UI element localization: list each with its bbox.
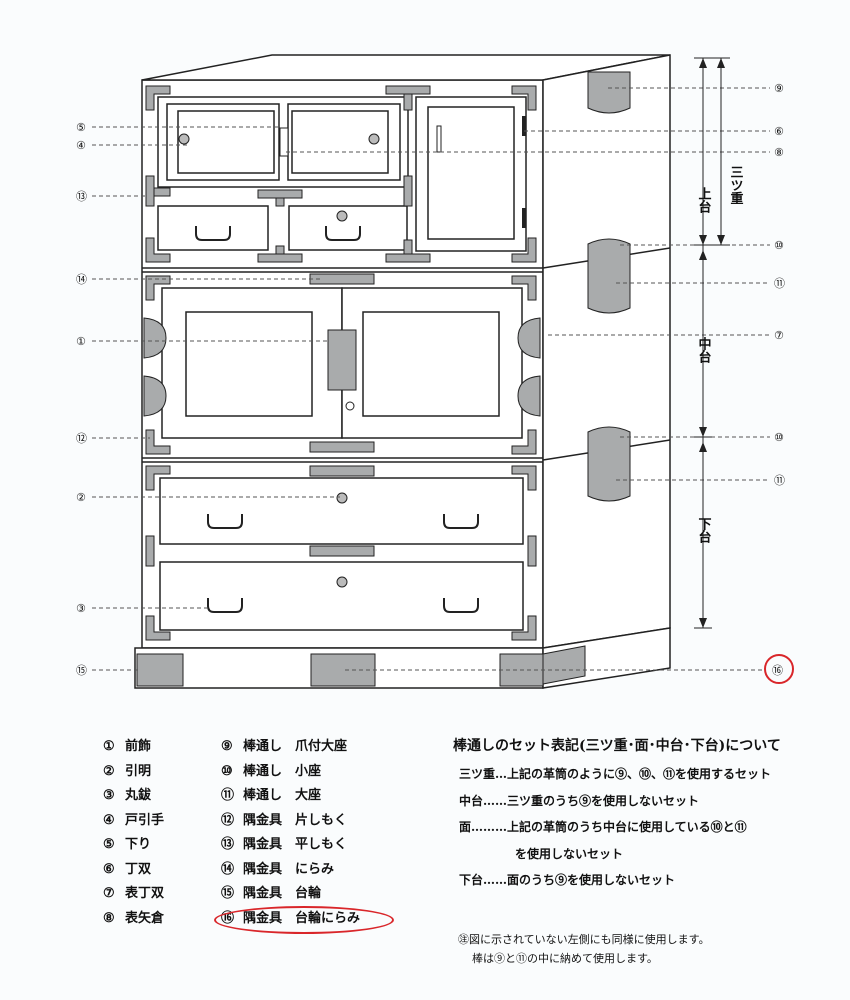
legend-number: ⑭ <box>221 861 235 877</box>
legend-16-highlight <box>214 906 394 934</box>
legend-item: ⑨ 棒通し 爪付大座 <box>221 735 360 760</box>
legend-number: ⑪ <box>221 788 235 803</box>
footnote-line: 棒は⑨と⑪の中に納めて使用します。 <box>472 952 658 965</box>
legend-item: ⑩ 棒通し 小座 <box>221 760 360 785</box>
note-line: を使用しないセット <box>515 846 624 861</box>
legend-right: ⑨ 棒通し 爪付大座 ⑩ 棒通し 小座 ⑪ 棒通し 大座 ⑫ 隅金具 片しもく ⑬ 隅金具 平しも… <box>221 735 360 931</box>
legend-label: 棒通し 爪付大座 <box>243 739 348 754</box>
legend-item: ② 引明 <box>103 760 164 785</box>
note-line: 中台……三ツ重のうち⑨を使用しないセット <box>459 793 700 808</box>
callout-11b: ⑪ <box>774 474 785 487</box>
legend-item: ③ 丸鈸 <box>103 784 164 809</box>
callout-10b: ⑩ <box>774 431 784 444</box>
notes-section: 棒通しのセット表記(三ツ重･面･中台･下台)について 三ツ重…上記の革筒のように… <box>453 735 843 894</box>
legend-number: ① <box>103 739 115 754</box>
legend-number: ⑨ <box>221 739 233 754</box>
callout-10a: ⑩ <box>774 239 784 252</box>
legend-number: ⑦ <box>103 886 115 901</box>
label-upper: 上台 <box>696 187 712 214</box>
legend-label: 下り <box>125 837 152 852</box>
callout-14: ⑭ <box>76 273 87 286</box>
legend-number: ⑫ <box>221 812 235 828</box>
legend-number: ⑩ <box>221 763 233 779</box>
legend-label: 隅金具 平しもく <box>243 837 348 852</box>
legend-number: ⑧ <box>103 910 115 926</box>
legend-item: ⑪ 棒通し 大座 <box>221 784 360 809</box>
legend-label: 前飾 <box>125 739 152 754</box>
legend-item: ⑥ 丁双 <box>103 858 164 883</box>
legend-item: ⑫ 隅金具 片しもく <box>221 809 360 834</box>
callout-5: ⑤ <box>76 121 86 134</box>
callout-8: ⑧ <box>774 146 784 159</box>
legend-label: 引明 <box>125 763 152 779</box>
callout-4: ④ <box>76 139 86 152</box>
legend-number: ④ <box>103 812 115 828</box>
label-triple: 三ツ重 <box>728 166 744 206</box>
label-lower: 下台 <box>696 517 712 544</box>
legend-label: 棒通し 小座 <box>243 763 322 779</box>
legend-number: ⑤ <box>103 837 115 852</box>
label-middle: 中台 <box>696 336 712 364</box>
callout-1: ① <box>76 335 86 348</box>
callout-11a: ⑪ <box>774 277 785 290</box>
legend-number: ⑬ <box>221 837 235 852</box>
legend-number: ③ <box>103 788 115 803</box>
callout-12: ⑫ <box>76 432 87 445</box>
legend-label: 隅金具 片しもく <box>243 812 348 828</box>
callout-6: ⑥ <box>774 125 784 138</box>
legend-number: ⑥ <box>103 861 115 877</box>
legend-label: 表矢倉 <box>125 910 165 926</box>
legend-number: ⑮ <box>221 886 235 901</box>
note-line: 三ツ重…上記の革筒のように⑨、⑩、⑪を使用するセット <box>459 767 772 781</box>
callout-15: ⑮ <box>76 664 87 677</box>
callout-16: ⑯ <box>772 664 783 677</box>
legend-item: ⑤ 下り <box>103 833 164 858</box>
legend-label: 棒通し 大座 <box>243 788 322 803</box>
cabinet-side <box>542 54 671 649</box>
legend-label: 戸引手 <box>125 812 165 828</box>
legend-label: 隅金具 台輪 <box>243 886 322 901</box>
legend-item: ① 前飾 <box>103 735 164 760</box>
callout-16-ring <box>764 654 794 684</box>
callout-13: ⑬ <box>76 190 87 203</box>
footnote: ㊟図に示されていない左側にも同様に使用します。 棒は⑨と⑪の中に納めて使用します… <box>458 930 710 968</box>
note-line: 面………上記の革筒のうち中台に使用している⑩と⑪ <box>459 820 747 834</box>
callout-9: ⑨ <box>774 82 784 95</box>
legend-item: ⑦ 表丁双 <box>103 882 164 907</box>
legend-label: 隅金具 にらみ <box>243 861 335 877</box>
legend-label: 丸鈸 <box>125 788 152 803</box>
legend-item: ⑬ 隅金具 平しもく <box>221 833 360 858</box>
legend-label: 表丁双 <box>125 886 165 901</box>
legend-number: ② <box>103 763 115 779</box>
legend-label: 丁双 <box>125 861 152 877</box>
legend-item: ④ 戸引手 <box>103 809 164 834</box>
note-line: 下台……面のうち⑨を使用しないセット <box>459 873 676 887</box>
legend-item: ⑭ 隅金具 にらみ <box>221 858 360 883</box>
notes-title: 棒通しのセット表記(三ツ重･面･中台･下台)について <box>453 738 781 754</box>
callout-3: ③ <box>76 602 86 615</box>
footnote-line: ㊟図に示されていない左側にも同様に使用します。 <box>458 933 710 946</box>
callout-7: ⑦ <box>774 329 784 342</box>
callout-2: ② <box>76 491 86 504</box>
legend-item: ⑮ 隅金具 台輪 <box>221 882 360 907</box>
tansu-diagram: 上台 中台 下台 三ツ重 ⑤ ④ ⑬ ⑭ ① ⑫ ② ③ ⑮ ⑨ ⑥ ⑧ ⑩ ⑪… <box>76 54 794 689</box>
legend-item: ⑧ 表矢倉 <box>103 907 164 932</box>
legend-left: ① 前飾 ② 引明 ③ 丸鈸 ④ 戸引手 ⑤ 下り ⑥ 丁双 ⑦ 表丁双 ⑧ 表矢倉 <box>103 735 164 931</box>
